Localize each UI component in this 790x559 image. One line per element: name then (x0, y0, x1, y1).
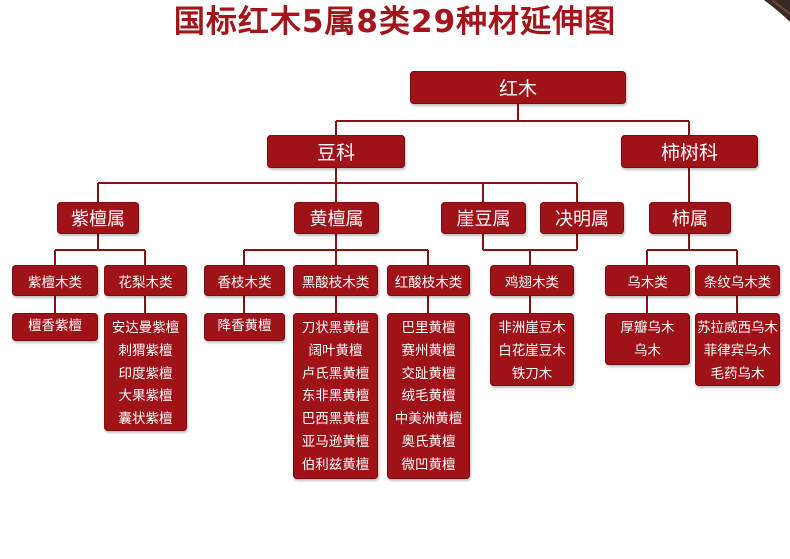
species-list-huali: 安达曼紫檀 刺猬紫檀 印度紫檀 大果紫檀 囊状紫檀 (104, 313, 187, 431)
species-item: 阔叶黄檀 (308, 342, 363, 359)
species-item: 大果紫檀 (118, 388, 173, 405)
genus-huangtan: 黄檀属 (294, 202, 379, 234)
species-list-zitan: 檀香紫檀 (12, 313, 98, 341)
species-item: 囊状紫檀 (118, 411, 173, 428)
genus-cassia: 决明属 (540, 202, 624, 234)
species-list-tiaowen: 苏拉威西乌木 菲律宾乌木 毛药乌木 (695, 313, 780, 386)
class-xiangzhi: 香枝木类 (204, 265, 285, 296)
diagram-title: 国标红木5属8类29种材延伸图 (173, 4, 617, 40)
corner-decoration (764, 0, 790, 22)
species-list-jichi: 非洲崖豆木 白花崖豆木 铁刀木 (490, 313, 574, 386)
genus-millettia: 崖豆属 (441, 202, 526, 234)
class-heisuanzhi: 黑酸枝木类 (293, 265, 378, 296)
species-item: 刺猬紫檀 (118, 342, 173, 359)
class-huali: 花梨木类 (104, 265, 187, 296)
species-item: 降香黄檀 (217, 318, 272, 334)
species-list-xiangzhi: 降香黄檀 (204, 313, 285, 341)
genus-diospyros: 柿属 (649, 202, 731, 234)
species-item: 巴西黑黄檀 (301, 411, 370, 428)
species-item: 伯利兹黄檀 (301, 456, 370, 473)
species-list-heisuanzhi: 刀状黑黄檀 阔叶黄檀 卢氏黑黄檀 东非黑黄檀 巴西黑黄檀 亚马逊黄檀 伯利兹黄檀 (293, 313, 378, 479)
species-item: 绒毛黄檀 (401, 388, 456, 405)
family-legume: 豆科 (267, 135, 405, 168)
root-node: 红木 (410, 71, 626, 104)
species-item: 檀香紫檀 (28, 318, 82, 334)
family-ebenaceae: 柿树科 (621, 135, 758, 168)
genus-zitan: 紫檀属 (57, 202, 139, 234)
species-item: 刀状黑黄檀 (301, 320, 370, 336)
species-item: 非洲崖豆木 (498, 320, 566, 336)
species-item: 白花崖豆木 (498, 342, 566, 359)
species-item: 东非黑黄檀 (301, 388, 370, 405)
species-item: 赛州黄檀 (401, 342, 456, 359)
species-item: 巴里黄檀 (401, 320, 456, 336)
species-list-hongsuanzhi: 巴里黄檀 赛州黄檀 交趾黄檀 绒毛黄檀 中美洲黄檀 奥氏黄檀 微凹黄檀 (387, 313, 470, 479)
species-item: 厚瓣乌木 (620, 320, 675, 336)
species-item: 亚马逊黄檀 (301, 433, 370, 450)
species-item: 安达曼紫檀 (111, 320, 180, 336)
species-item: 印度紫檀 (118, 365, 173, 382)
species-item: 卢氏黑黄檀 (301, 365, 370, 382)
species-item: 菲律宾乌木 (703, 342, 772, 359)
species-item: 奥氏黄檀 (401, 433, 456, 450)
species-list-wumu: 厚瓣乌木 乌木 (605, 313, 690, 365)
species-item: 微凹黄檀 (401, 456, 456, 473)
species-item: 交趾黄檀 (401, 365, 456, 382)
class-jichi: 鸡翅木类 (490, 265, 574, 296)
species-item: 乌木 (634, 342, 661, 359)
species-item: 铁刀木 (511, 365, 553, 382)
class-wumu: 乌木类 (605, 265, 690, 296)
species-item: 苏拉威西乌木 (697, 320, 778, 336)
class-zitan: 紫檀木类 (12, 265, 98, 296)
class-tiaowen: 条纹乌木类 (695, 265, 780, 296)
class-hongsuanzhi: 红酸枝木类 (387, 265, 470, 296)
species-item: 毛药乌木 (710, 365, 765, 382)
species-item: 中美洲黄檀 (394, 411, 463, 428)
